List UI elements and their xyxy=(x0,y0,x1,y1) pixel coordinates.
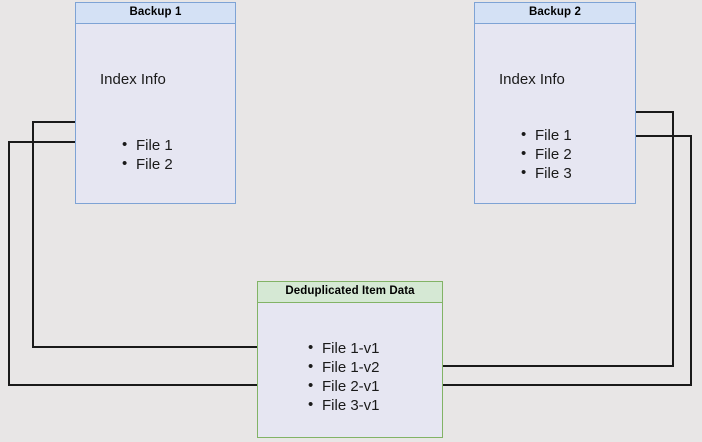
list-item: File 2 xyxy=(519,144,572,164)
list-item: File 3-v1 xyxy=(306,395,380,415)
dedup-title: Deduplicated Item Data xyxy=(258,282,442,303)
backup2-file-list: File 1 File 2 File 3 xyxy=(519,125,572,183)
backup1-file-list: File 1 File 2 xyxy=(120,135,173,174)
dedup-item-list: File 1-v1 File 1-v2 File 2-v1 File 3-v1 xyxy=(306,338,380,415)
backup1-title: Backup 1 xyxy=(76,3,235,24)
backup1-body: Index Info File 1 File 2 xyxy=(76,24,235,203)
dedup-body: File 1-v1 File 1-v2 File 2-v1 File 3-v1 xyxy=(258,303,442,437)
list-item: File 1-v2 xyxy=(306,357,380,377)
backup2-body: Index Info File 1 File 2 File 3 xyxy=(475,24,635,203)
backup2-index-label: Index Info xyxy=(499,71,565,88)
backup1-index-label: Index Info xyxy=(100,71,166,88)
list-item: File 1 xyxy=(120,135,173,155)
list-item: File 1-v1 xyxy=(306,338,380,358)
backup1-box[interactable]: Backup 1 Index Info File 1 File 2 xyxy=(75,2,236,204)
list-item: File 3 xyxy=(519,163,572,183)
list-item: File 1 xyxy=(519,125,572,145)
backup2-box[interactable]: Backup 2 Index Info File 1 File 2 File 3 xyxy=(474,2,636,204)
list-item: File 2-v1 xyxy=(306,376,380,396)
dedup-box[interactable]: Deduplicated Item Data File 1-v1 File 1-… xyxy=(257,281,443,438)
backup2-title: Backup 2 xyxy=(475,3,635,24)
list-item: File 2 xyxy=(120,154,173,174)
